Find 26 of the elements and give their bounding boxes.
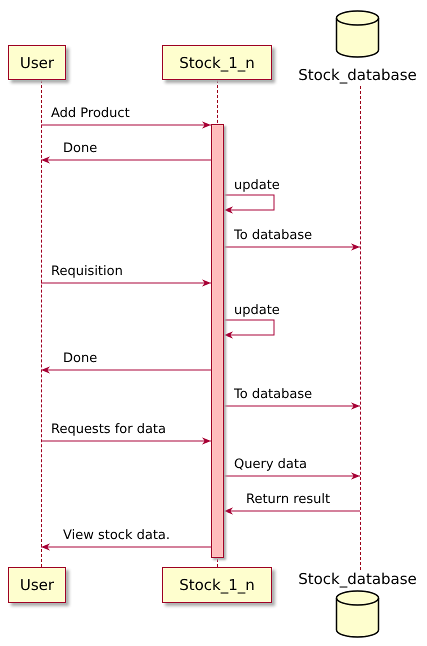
message-label: update xyxy=(234,178,280,193)
message-arrow xyxy=(224,472,360,480)
participant-name: Stock_database xyxy=(297,66,418,84)
message-arrow xyxy=(40,156,212,164)
message-label: Requisition xyxy=(51,264,123,279)
message-label: update xyxy=(234,303,280,318)
participant-box: Stock_1_n xyxy=(162,45,272,80)
lifeline xyxy=(360,86,361,570)
message-arrow xyxy=(40,543,212,551)
activation-bar xyxy=(211,124,224,558)
message-arrow xyxy=(224,243,360,251)
message-arrow xyxy=(40,279,212,287)
lifeline xyxy=(41,80,42,567)
message-arrow xyxy=(40,366,212,374)
message-arrow xyxy=(40,121,212,129)
message-label: Requests for data xyxy=(51,422,166,437)
self-message-arrow xyxy=(224,320,274,339)
message-arrow xyxy=(224,507,360,515)
participant-name: Stock_database xyxy=(297,570,418,588)
participant-box: User xyxy=(8,567,66,603)
message-arrow xyxy=(40,437,212,445)
message-label: Query data xyxy=(234,457,307,472)
self-message-arrow xyxy=(224,194,274,214)
message-arrow xyxy=(224,402,360,410)
participant-box: Stock_1_n xyxy=(162,567,272,603)
participant-box: User xyxy=(8,45,66,80)
